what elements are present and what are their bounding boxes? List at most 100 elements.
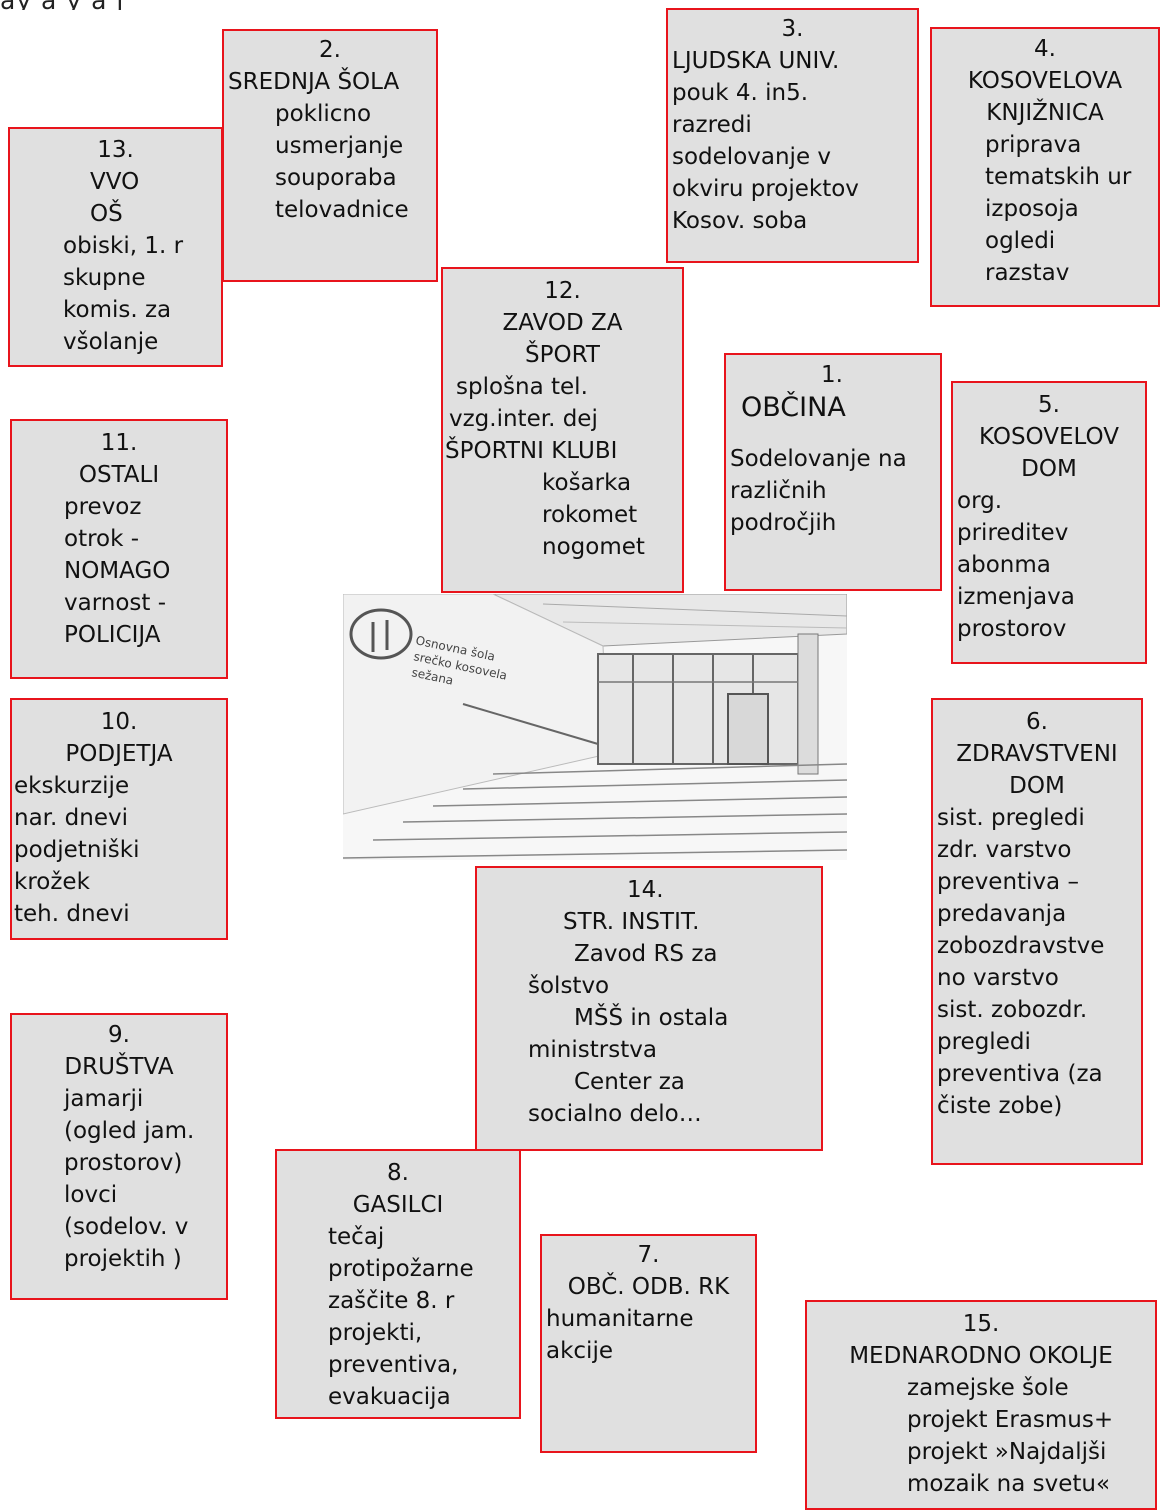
box-kosovelova-knjiznica: 4. KOSOVELOVA KNJIŽNICA priprava tematsk… <box>930 27 1160 307</box>
box-title: OBČINA <box>741 392 846 423</box>
cut-off-header-text: ay a y a j <box>0 0 1164 10</box>
header-fragment: ay a y a j <box>0 0 124 10</box>
box-strokovni-instituti: 14. STR. INSTIT. Zavod RS za šolstvo MŠŠ… <box>475 866 823 1151</box>
box-line: zaščite 8. r <box>328 1288 455 1314</box>
box-mednarodno-okolje: 15. MEDNARODNO OKOLJE zamejske šole proj… <box>805 1300 1157 1510</box>
box-spacer <box>726 425 940 443</box>
box-line: telovadnice <box>275 197 409 223</box>
box-line: mozaik na svetu« <box>907 1471 1111 1497</box>
box-line: sodelovanje v <box>672 144 832 170</box>
box-line: abonma <box>957 552 1051 578</box>
box-line: otrok - <box>64 526 140 552</box>
box-line: zamejske šole <box>907 1375 1069 1401</box>
box-title: PODJETJA <box>65 741 173 767</box>
box-title-2: ŠPORT <box>525 342 600 368</box>
box-line: rokomet <box>542 502 638 528</box>
box-title: ZAVOD ZA <box>502 310 623 336</box>
box-gasilci: 8. GASILCI tečaj protipožarne zaščite 8.… <box>275 1149 521 1419</box>
box-line: socialno delo… <box>528 1101 702 1127</box>
box-line: skupne <box>63 265 146 291</box>
box-line: poklicno <box>275 101 372 127</box>
box-line: preventiva, <box>328 1352 459 1378</box>
box-line: košarka <box>542 470 632 496</box>
school-entrance-sketch: Osnovna šola srečko kosovela sežana <box>343 594 847 860</box>
box-number: 15. <box>962 1311 1000 1337</box>
box-number: 1. <box>821 362 843 388</box>
box-line: razstav <box>985 260 1070 286</box>
box-number: 4. <box>1034 36 1056 62</box>
box-title-2: KNJIŽNICA <box>986 100 1104 126</box>
box-title-2: OŠ <box>90 201 123 227</box>
box-srednja-sola: 2. SREDNJA ŠOLA poklicno usmerjanje soup… <box>222 29 438 282</box>
box-line: splošna tel. <box>456 374 588 400</box>
box-line: (sodelov. v <box>64 1214 189 1240</box>
box-line: sist. pregledi <box>937 805 1085 831</box>
box-zdravstveni-dom: 6. ZDRAVSTVENI DOM sist. pregledi zdr. v… <box>931 698 1143 1165</box>
box-number: 14. <box>627 877 664 903</box>
box-line: (ogled jam. <box>64 1118 195 1144</box>
box-line: nogomet <box>542 534 645 560</box>
box-title: STR. INSTIT. <box>563 909 700 935</box>
box-line: usmerjanje <box>275 133 404 159</box>
box-line: podjetniški <box>14 837 140 863</box>
box-line: akcije <box>546 1338 613 1364</box>
box-line: sist. zobozdr. <box>937 997 1088 1023</box>
box-line: souporaba <box>275 165 397 191</box>
box-line: projektih ) <box>64 1246 182 1272</box>
box-title: KOSOVELOVA <box>967 68 1123 94</box>
box-title-2: DOM <box>1021 456 1077 482</box>
box-line: zobozdravstve <box>937 933 1105 959</box>
box-number: 13. <box>97 137 134 163</box>
box-line: preventiva (za <box>937 1061 1103 1087</box>
box-title: OSTALI <box>78 462 160 488</box>
box-line: všolanje <box>63 329 159 355</box>
box-line: okviru projektov <box>672 176 859 202</box>
box-line: vzg.inter. dej <box>449 406 598 432</box>
box-line: nar. dnevi <box>14 805 128 831</box>
box-line: NOMAGO <box>64 558 171 584</box>
stairs <box>343 763 847 859</box>
box-drustva: 9. DRUŠTVA jamarji (ogled jam. prostorov… <box>10 1013 228 1300</box>
box-number: 5. <box>1038 392 1060 418</box>
box-number: 6. <box>1026 709 1048 735</box>
box-line: projekt Erasmus+ <box>907 1407 1114 1433</box>
box-line: predavanja <box>937 901 1067 927</box>
box-number: 11. <box>100 430 138 456</box>
box-title: MEDNARODNO OKOLJE <box>849 1343 1113 1369</box>
box-line: ogledi <box>985 228 1056 254</box>
box-number: 7. <box>637 1242 660 1268</box>
box-line: razredi <box>672 112 752 138</box>
box-line: področjih <box>730 510 837 536</box>
box-line: prevoz <box>64 494 142 520</box>
box-title-2: DOM <box>1009 773 1065 799</box>
box-line: prostorov <box>957 616 1067 642</box>
box-line: pouk 4. in5. <box>672 80 809 106</box>
box-line: jamarji <box>64 1086 144 1112</box>
box-kosovelov-dom: 5. KOSOVELOV DOM org. prireditev abonma … <box>951 381 1147 664</box>
box-line: šolstvo <box>528 973 610 999</box>
box-line: varnost - <box>64 590 167 616</box>
box-title: KOSOVELOV <box>979 424 1119 450</box>
box-line: org. <box>957 488 1003 514</box>
box-line: ministrstva <box>528 1037 657 1063</box>
box-number: 10. <box>100 709 138 735</box>
school-logo-icon <box>349 608 413 660</box>
box-line: zdr. varstvo <box>937 837 1072 863</box>
box-line: ŠPORTNI KLUBI <box>445 438 618 464</box>
box-title: DRUŠTVA <box>64 1054 174 1080</box>
box-number: 12. <box>544 278 581 304</box>
box-title: OBČ. ODB. RK <box>567 1274 730 1300</box>
box-podjetja: 10. PODJETJA ekskurzije nar. dnevi podje… <box>10 698 228 940</box>
box-line: prostorov) <box>64 1150 183 1176</box>
box-obc-odb-rk: 7. OBČ. ODB. RK humanitarne akcije <box>540 1234 757 1453</box>
box-line: Zavod RS za <box>574 941 718 967</box>
box-line: evakuacija <box>328 1384 451 1410</box>
box-line: protipožarne <box>328 1256 474 1282</box>
box-line: izposoja <box>985 196 1079 222</box>
box-line: različnih <box>730 478 827 504</box>
box-ostali: 11. OSTALI prevoz otrok - NOMAGO varnost… <box>10 419 228 679</box>
box-number: 9. <box>108 1022 130 1048</box>
box-line: projekti, <box>328 1320 423 1346</box>
box-line: projekt »Najdaljši <box>907 1439 1107 1465</box>
box-ljudska-univerza: 3. LJUDSKA UNIV. pouk 4. in5. razredi so… <box>666 8 919 263</box>
